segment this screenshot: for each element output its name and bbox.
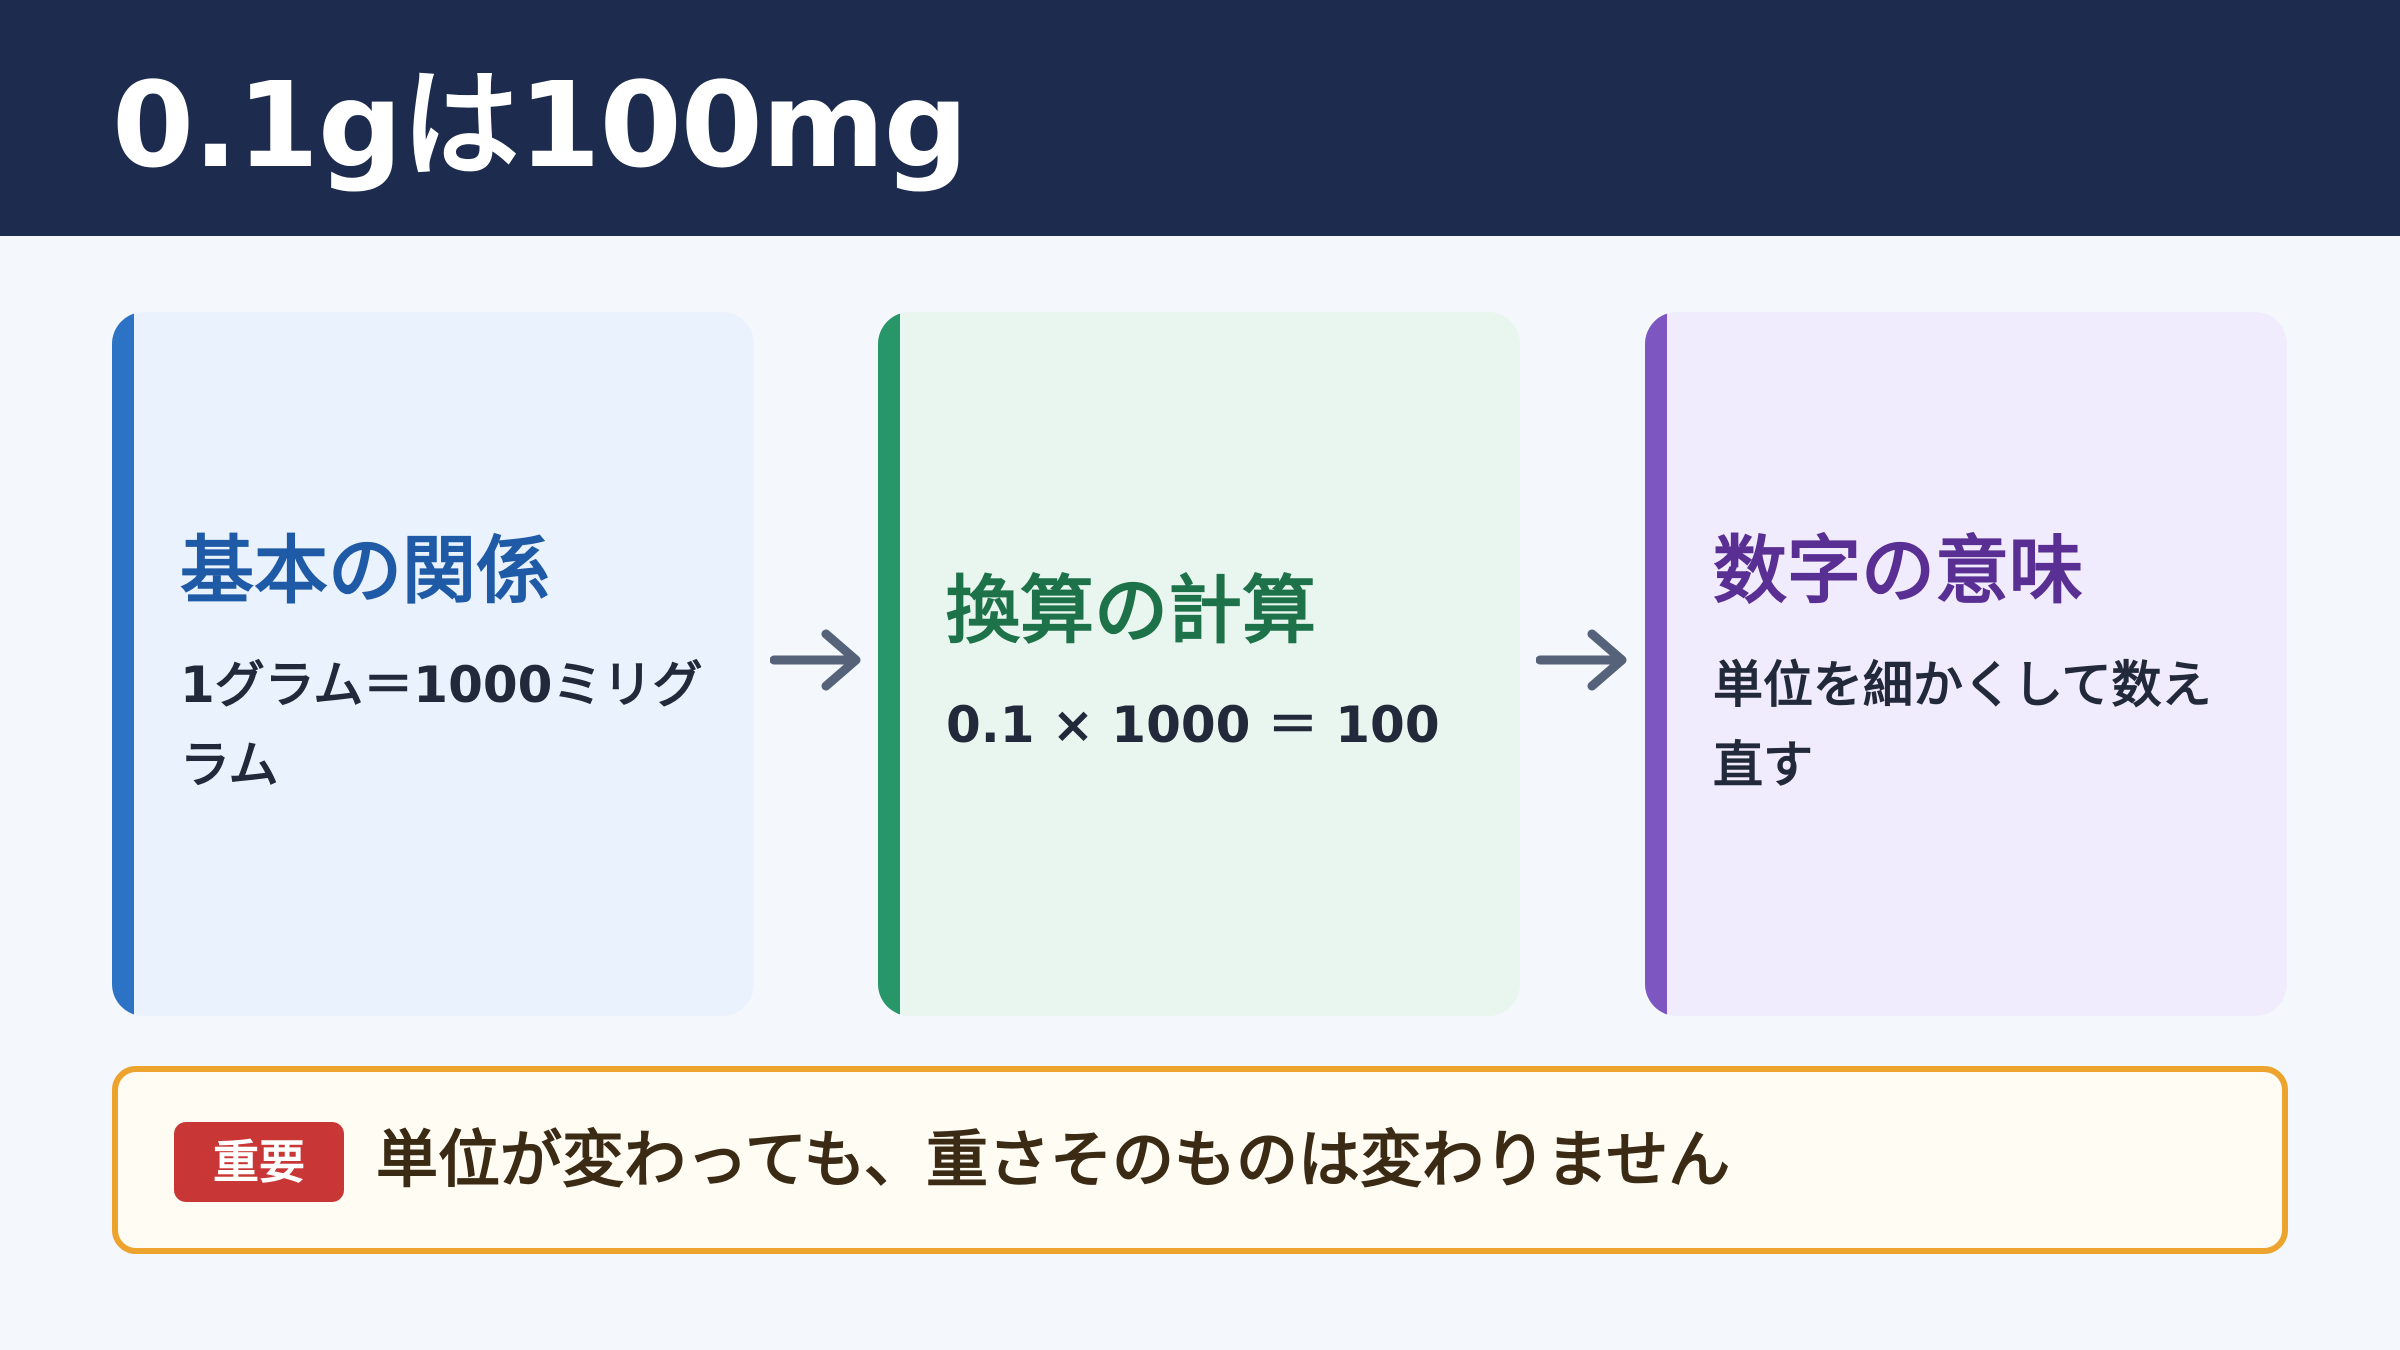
note-text: 単位が変わっても、重さそのものは変わりません <box>376 1123 1731 1196</box>
card-content: 基本の関係 1グラム＝1000ミリグラム <box>180 312 710 1016</box>
card-accent-bar <box>112 312 134 1016</box>
card-basic-relation: 基本の関係 1グラム＝1000ミリグラム <box>112 312 754 1016</box>
card-title: 数字の意味 <box>1713 528 2083 614</box>
card-title: 換算の計算 <box>946 568 1316 654</box>
slide-title: 0.1gは100mg <box>112 56 968 194</box>
card-number-meaning: 数字の意味 単位を細かくして数え直す <box>1645 312 2287 1016</box>
card-accent-bar <box>1645 312 1667 1016</box>
card-content: 数字の意味 単位を細かくして数え直す <box>1713 312 2243 1016</box>
arrow-right-icon <box>770 629 861 691</box>
card-text: 単位を細かくして数え直す <box>1713 656 2212 794</box>
card-text: 0.1 × 1000 ＝ 100 <box>946 696 1440 754</box>
arrow-right-icon <box>1536 629 1627 691</box>
card-conversion-calc: 換算の計算 0.1 × 1000 ＝ 100 <box>878 312 1520 1016</box>
card-title: 基本の関係 <box>180 528 550 614</box>
card-text: 1グラム＝1000ミリグラム <box>180 656 703 794</box>
important-note: 重要 単位が変わっても、重さそのものは変わりません <box>112 1066 2288 1254</box>
important-badge: 重要 <box>174 1122 344 1202</box>
card-content: 換算の計算 0.1 × 1000 ＝ 100 <box>946 312 1476 1016</box>
card-accent-bar <box>878 312 900 1016</box>
title-bar: 0.1gは100mg <box>0 0 2400 236</box>
